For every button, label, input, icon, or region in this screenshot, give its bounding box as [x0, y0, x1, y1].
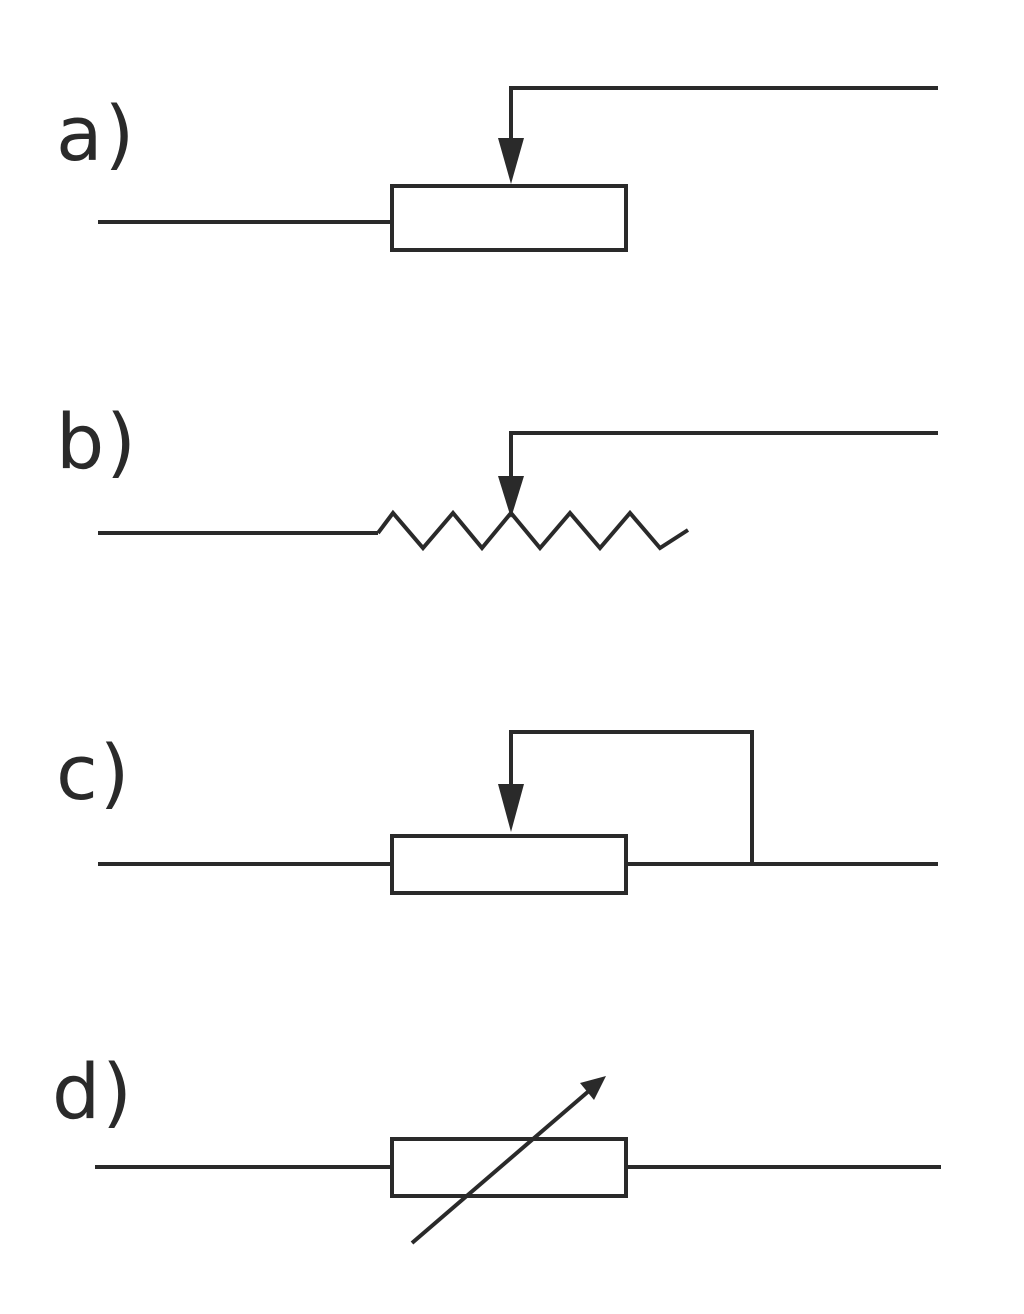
label-d: d): [52, 1047, 134, 1136]
symbol-b-wiper-lead: [509, 431, 938, 478]
symbol-d-adjust-arrow-icon: [580, 1076, 606, 1100]
symbol-d-variable-resistor: [95, 1076, 941, 1245]
symbol-b-zigzag-body: [376, 509, 690, 552]
symbol-b-wiper-arrow-icon: [498, 476, 524, 518]
symbol-c-resistor-body: [390, 834, 628, 895]
label-b: b): [56, 397, 138, 486]
label-c: c): [56, 728, 132, 817]
symbol-a-wiper-lead: [509, 86, 938, 140]
symbol-a-resistor-body: [390, 184, 628, 252]
symbol-b-potentiometer: [98, 431, 938, 552]
symbol-c-rheostat: [98, 730, 938, 895]
symbol-a-wiper-arrow-icon: [498, 138, 524, 184]
symbol-c-wiper-loop: [509, 730, 754, 864]
symbol-d-resistor-body: [390, 1137, 628, 1198]
symbol-d-adjust-arrow-shaft: [410, 1088, 592, 1245]
label-a: a): [56, 89, 137, 178]
symbol-a-potentiometer: [98, 86, 938, 252]
symbol-c-wiper-arrow-icon: [498, 784, 524, 832]
